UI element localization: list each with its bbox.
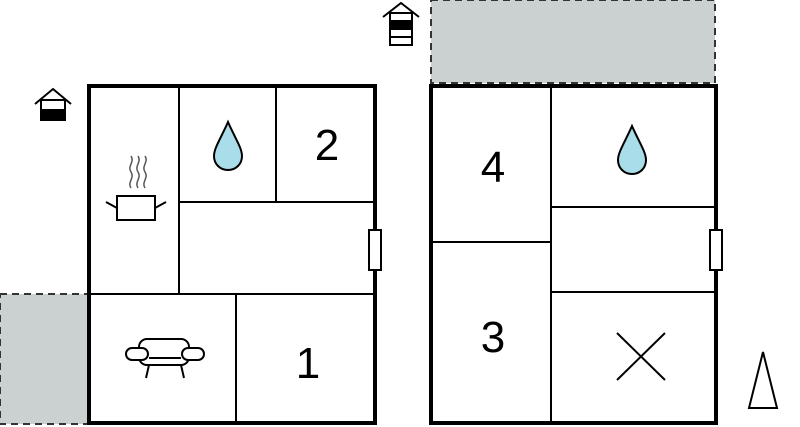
balcony-area	[430, 0, 716, 84]
room-label-2: 2	[315, 121, 339, 170]
room-label-3: 3	[481, 313, 505, 362]
terrace-area	[0, 293, 89, 425]
water-drop-icon	[616, 123, 648, 176]
sofa-icon	[125, 338, 205, 379]
north-arrow-icon	[747, 351, 779, 409]
upper-floor: 4 3	[382, 0, 723, 425]
room-label-4: 4	[481, 143, 505, 192]
cross-icon	[616, 332, 666, 381]
interior-walls	[89, 86, 375, 423]
water-drop-icon	[212, 119, 244, 172]
cooking-pot-icon	[105, 155, 167, 221]
door	[709, 229, 723, 271]
ground-floor-level-icon	[34, 87, 72, 121]
ground-floor: 2 1	[0, 84, 382, 425]
upper-floor-level-icon	[382, 1, 420, 46]
outer-wall	[429, 84, 718, 425]
room-label-1: 1	[296, 339, 320, 388]
interior-walls	[431, 86, 716, 423]
door	[368, 229, 382, 271]
